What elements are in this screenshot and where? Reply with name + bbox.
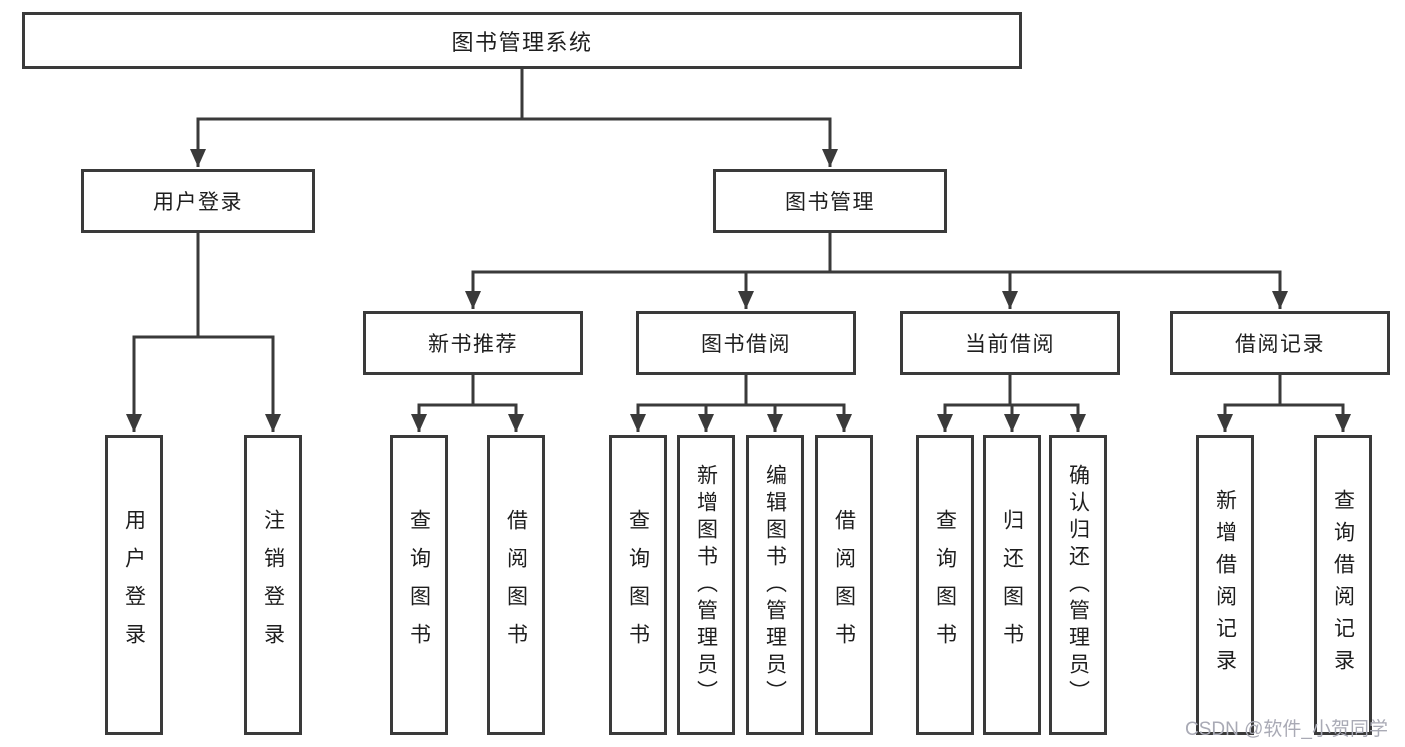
leaf-add-borrow-record-label: 新增借阅记录 [1213, 489, 1237, 681]
leaf-edit-book-admin-label: 编辑图书（管理员） [763, 463, 787, 707]
node-current-borrowing: 当前借阅 [900, 311, 1120, 375]
leaf-query-borrow-record-label: 查询借阅记录 [1331, 489, 1355, 681]
node-book-management: 图书管理 [713, 169, 947, 233]
leaf-return-books: 归还图书 [983, 435, 1041, 735]
leaf-logout-label: 注销登录 [261, 509, 285, 661]
leaf-query-books-recommend-label: 查询图书 [407, 509, 431, 661]
leaf-borrow-books-label: 借阅图书 [832, 509, 856, 661]
leaf-query-books-borrowing-label: 查询图书 [626, 509, 650, 661]
node-library-management-system: 图书管理系统 [22, 12, 1022, 69]
leaf-query-books-recommend: 查询图书 [390, 435, 448, 735]
leaf-logout: 注销登录 [244, 435, 302, 735]
leaf-confirm-return-admin: 确认归还（管理员） [1049, 435, 1107, 735]
leaf-add-borrow-record: 新增借阅记录 [1196, 435, 1254, 735]
node-book-borrowing: 图书借阅 [636, 311, 856, 375]
leaf-query-books-current-label: 查询图书 [933, 509, 957, 661]
leaf-edit-book-admin: 编辑图书（管理员） [746, 435, 804, 735]
leaf-add-book-admin: 新增图书（管理员） [677, 435, 735, 735]
leaf-borrow-books-recommend: 借阅图书 [487, 435, 545, 735]
leaf-query-books-borrowing: 查询图书 [609, 435, 667, 735]
leaf-return-books-label: 归还图书 [1000, 509, 1024, 661]
node-new-book-recommendation: 新书推荐 [363, 311, 583, 375]
leaf-add-book-admin-label: 新增图书（管理员） [694, 463, 718, 707]
leaf-borrow-books-recommend-label: 借阅图书 [504, 509, 528, 661]
leaf-confirm-return-admin-label: 确认归还（管理员） [1066, 463, 1090, 707]
watermark-text: CSDN @软件_小贺同学 [1185, 719, 1388, 740]
node-borrowing-records: 借阅记录 [1170, 311, 1390, 375]
leaf-query-borrow-record: 查询借阅记录 [1314, 435, 1372, 735]
leaf-user-login: 用户登录 [105, 435, 163, 735]
node-user-login: 用户登录 [81, 169, 315, 233]
leaf-borrow-books: 借阅图书 [815, 435, 873, 735]
leaf-query-books-current: 查询图书 [916, 435, 974, 735]
leaf-user-login-label: 用户登录 [122, 509, 146, 661]
